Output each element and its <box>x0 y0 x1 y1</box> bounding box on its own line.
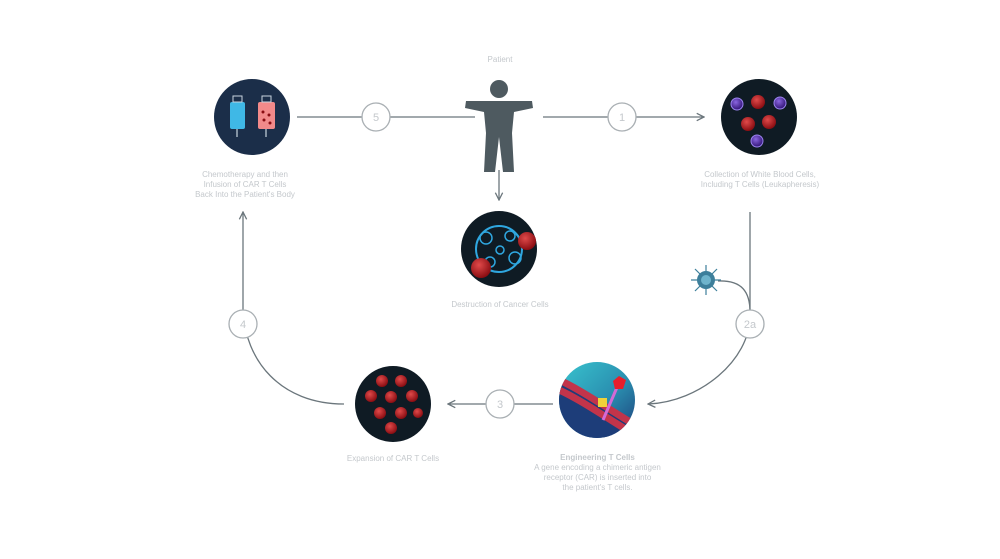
step-1-marker: 1 <box>607 102 637 132</box>
connector-collection-to-engineering <box>648 212 751 404</box>
engineering-label-line-1: Engineering T Cells <box>560 453 635 462</box>
engineering-label-line-2: A gene encoding a chimeric antigen <box>534 463 661 472</box>
engineering-label-line-4: the patient's T cells. <box>562 483 633 492</box>
collection-cells-icon <box>721 79 797 155</box>
infusion-label-line-2: Infusion of CAR T Cells <box>203 180 287 189</box>
destruction-label: Destruction of Cancer Cells <box>451 300 549 309</box>
viral-vector-icon <box>691 265 721 295</box>
connector-virus-to-step <box>717 280 751 313</box>
collection-label-line-2: Including T Cells (Leukapheresis) <box>700 180 820 189</box>
step-3-number: 3 <box>497 399 503 411</box>
collection-label-line-1: Collection of White Blood Cells, <box>704 170 816 179</box>
patient-person-icon <box>465 80 533 172</box>
infusion-label-line-1: Chemotherapy and then <box>202 170 288 179</box>
engineering-label-line-3: receptor (CAR) is inserted into <box>543 473 652 482</box>
infusion-label: Chemotherapy and then Infusion of CAR T … <box>160 170 330 200</box>
engineering-label: Engineering T Cells A gene encoding a ch… <box>500 453 695 493</box>
collection-label: Collection of White Blood Cells, Includi… <box>665 170 855 190</box>
infusion-label-line-3: Back Into the Patient's Body <box>195 190 295 199</box>
connector-expansion-to-infusion <box>243 212 345 405</box>
step-2a-number: 2a <box>744 319 757 331</box>
step-5-number: 5 <box>373 112 379 124</box>
patient-label: Patient <box>487 55 513 64</box>
step-2a-marker: 2a <box>735 309 765 339</box>
cancer-destruction-icon <box>461 211 537 287</box>
expansion-label: Expansion of CAR T Cells <box>346 454 440 463</box>
step-4-marker: 4 <box>228 309 258 339</box>
step-5-marker: 5 <box>361 102 391 132</box>
step-1-number: 1 <box>619 112 625 124</box>
engineering-membrane-icon <box>559 362 635 438</box>
expanded-car-t-cells-icon <box>355 366 431 442</box>
step-4-number: 4 <box>240 319 246 331</box>
infusion-bags-icon <box>214 79 290 155</box>
step-3-marker: 3 <box>485 389 515 419</box>
